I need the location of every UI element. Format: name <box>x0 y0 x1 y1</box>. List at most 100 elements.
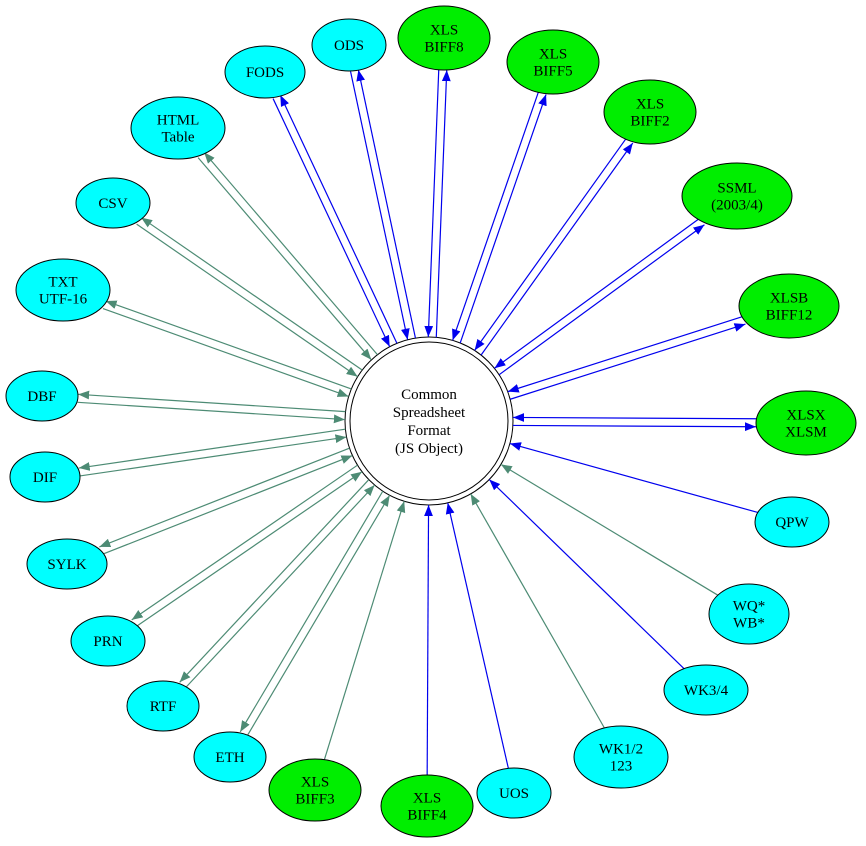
node-uos: UOS <box>476 767 552 819</box>
edge-read-csv <box>136 223 358 378</box>
node-label: WB* <box>733 616 765 632</box>
edge-read-rtf <box>185 484 376 689</box>
edge-read-dif <box>79 434 347 477</box>
node-ellipse-xls-biff2 <box>603 79 697 145</box>
node-ellipse-wk34 <box>663 664 749 716</box>
edge-read-xls-biff2 <box>474 137 627 351</box>
node-label: XLS <box>430 23 458 39</box>
center-label-line: (JS Object) <box>395 441 463 457</box>
node-ellipse-csv <box>75 177 151 229</box>
edge-read-sylk <box>102 455 353 555</box>
edge-read-qpw <box>509 442 758 514</box>
node-dbf: DBF <box>5 370 79 422</box>
node-dif: DIF <box>9 451 81 503</box>
node-ellipse-dbf <box>5 370 79 422</box>
edge-write-eth <box>239 490 384 733</box>
edge-read-ssml <box>494 217 701 369</box>
center-label-line: Spreadsheet <box>393 405 466 421</box>
node-ellipse-txt-utf16 <box>15 258 111 322</box>
node-label: BIFF2 <box>630 114 669 130</box>
edge-read-uos <box>445 502 509 769</box>
node-label: BIFF12 <box>766 308 813 324</box>
center-label-line: Common <box>401 387 457 403</box>
node-fods: FODS <box>224 45 306 99</box>
node-csv: CSV <box>75 177 151 229</box>
edge-write-html-table <box>203 151 378 355</box>
node-label: XLS <box>413 791 441 807</box>
node-prn: PRN <box>70 615 146 667</box>
center-label-line: Format <box>407 423 451 439</box>
node-ellipse-xls-biff8 <box>397 5 491 71</box>
node-label: (2003/4) <box>711 198 763 214</box>
edge-write-fods <box>279 94 398 344</box>
edge-write-ssml <box>498 224 705 376</box>
node-sylk: SYLK <box>26 538 108 590</box>
node-label: Table <box>161 130 194 146</box>
edge-write-rtf <box>179 479 370 683</box>
node-label: RTF <box>150 699 177 715</box>
edge-read-dbf <box>77 401 345 424</box>
edge-write-txt-utf16 <box>105 300 352 390</box>
center-outer-circle <box>344 336 514 506</box>
edge-write-ods <box>356 69 417 339</box>
node-label: XLS <box>539 47 567 63</box>
node-label: UTF-16 <box>39 292 88 308</box>
node-label: WK3/4 <box>684 683 729 699</box>
edge-read-wk34 <box>488 479 685 670</box>
node-label: BIFF4 <box>407 808 447 824</box>
edge-read-wq-wb <box>500 463 719 596</box>
node-label: 123 <box>610 759 633 775</box>
node-rtf: RTF <box>126 680 200 732</box>
node-ellipse-prn <box>70 615 146 667</box>
node-label: PRN <box>93 634 122 650</box>
node-label: FODS <box>246 65 284 81</box>
node-ssml: SSML(2003/4) <box>681 162 793 230</box>
node-ellipse-uos <box>476 767 552 819</box>
node-label: TXT <box>48 275 77 291</box>
edge-write-xls-biff8 <box>435 70 451 338</box>
node-ellipse-wk12-123 <box>573 725 669 789</box>
edge-read-xlsx <box>513 413 757 422</box>
node-qpw: QPW <box>754 496 830 548</box>
edge-read-eth <box>246 495 391 737</box>
node-ellipse-sylk <box>26 538 108 590</box>
node-ellipse-wq-wb <box>708 583 790 645</box>
node-label: XLSX <box>786 408 825 424</box>
edge-write-csv <box>140 217 363 371</box>
edge-read-ods <box>349 71 410 340</box>
node-ellipse-ods <box>311 18 387 72</box>
node-ellipse-html-table <box>130 96 226 160</box>
node-label: XLS <box>301 775 329 791</box>
edge-read-prn <box>135 471 363 627</box>
edges <box>77 69 758 776</box>
edge-read-xls-biff4 <box>424 504 433 776</box>
edge-read-wk12-123 <box>470 493 605 729</box>
node-label: BIFF8 <box>424 40 463 56</box>
edge-write-xls-biff2 <box>480 142 634 356</box>
node-label: HTML <box>157 113 200 129</box>
edge-write-xlsx <box>512 422 756 432</box>
edge-write-xlsb <box>510 323 746 400</box>
node-eth: ETH <box>193 731 267 783</box>
node-label: DBF <box>27 389 56 405</box>
node-label: WK1/2 <box>599 742 643 758</box>
edge-read-txt-utf16 <box>102 307 349 398</box>
node-label: DIF <box>33 470 57 486</box>
node-ods: ODS <box>311 18 387 72</box>
node-label: BIFF3 <box>295 792 334 808</box>
edge-write-sylk <box>99 447 350 548</box>
node-ellipse-xlsb <box>738 273 840 339</box>
node-label: UOS <box>499 786 529 802</box>
